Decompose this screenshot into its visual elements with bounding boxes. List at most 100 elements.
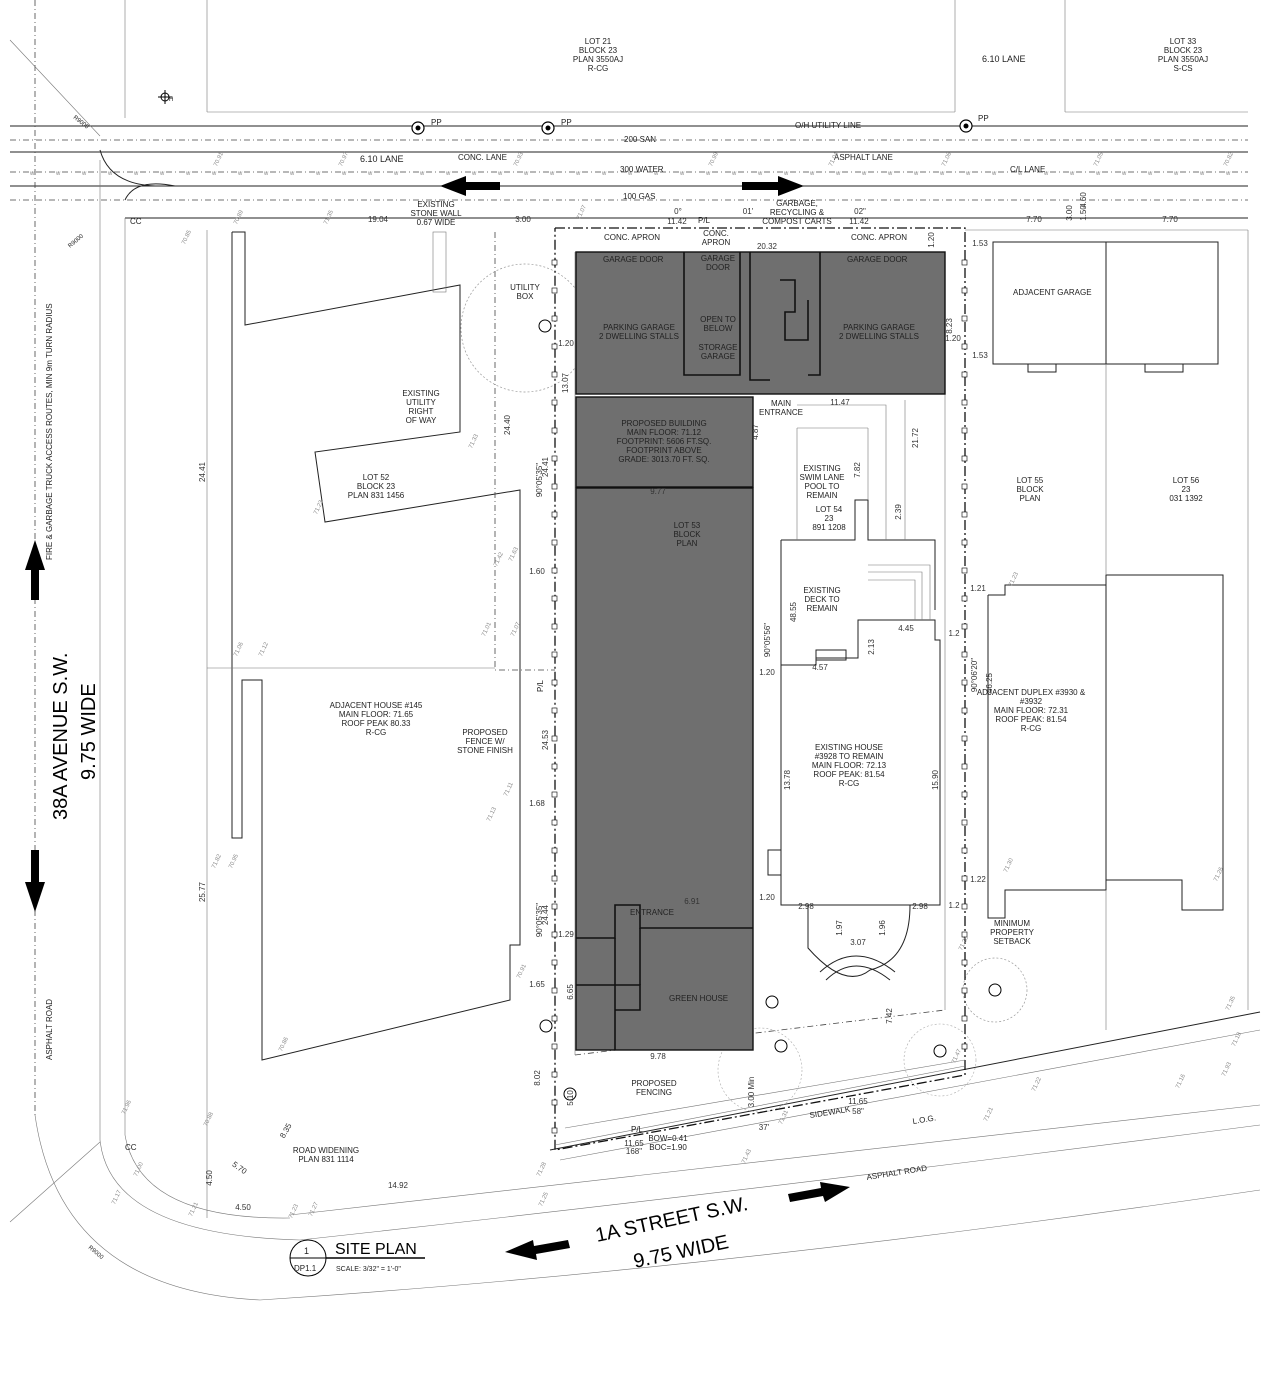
dimension-label: 4.50 [235, 1203, 251, 1212]
water-label: 300 WATER [620, 165, 664, 174]
elevation-label: 71.82 [211, 853, 223, 870]
water-marker-icon: w [913, 171, 919, 177]
tree-icon [563, 1087, 577, 1101]
fence-post-icon [551, 707, 558, 714]
dimension-label: 5.70 [230, 1160, 248, 1177]
lot-53-label: LOT 53 [674, 521, 701, 530]
hydrant-label: H [169, 97, 173, 103]
elevation-label: 70.86 [278, 1036, 290, 1053]
fence-post-icon [961, 399, 968, 406]
proposed-fencing-label: PROPOSED [631, 1079, 677, 1088]
setback-label: SETBACK [993, 937, 1031, 946]
lot-54-label: 23 [825, 514, 834, 523]
elevation-label: 70.97 [338, 151, 350, 168]
proposed-building [575, 251, 946, 1051]
water-marker-icon: w [29, 171, 35, 177]
duplex-label: ADJACENT DUPLEX #3930 & [977, 688, 1086, 697]
dimension-label: 1.2 [948, 901, 960, 910]
fence-post-icon [961, 259, 968, 266]
dimension-label: 11.42 [667, 217, 687, 226]
fence-post-icon [961, 371, 968, 378]
conc-apron: CONC. APRON [604, 233, 660, 242]
dimension-label: 1.68 [529, 799, 545, 808]
adjacent-duplex [987, 574, 1224, 919]
conc-apron: CONC. APRON [851, 233, 907, 242]
elevation-label: 71.22 [1031, 1076, 1043, 1093]
water-marker-icon: w [133, 171, 139, 177]
conc-lane-label: CONC. LANE [458, 153, 507, 162]
dimension-label: 24.40 [503, 414, 512, 435]
dimension-label: 8.35 [278, 1121, 294, 1139]
water-marker-icon: w [107, 171, 113, 177]
fence-post-icon [551, 847, 558, 854]
pool-label: EXISTING [803, 464, 840, 473]
water-marker-icon: w [1043, 171, 1049, 177]
parking-garage-label: PARKING GARAGE [603, 323, 675, 332]
garbage-carts-label: COMPOST CARTS [762, 217, 832, 226]
parking-garage-label: PARKING GARAGE [843, 323, 915, 332]
lot-33-label: PLAN 3550AJ [1158, 55, 1208, 64]
elevation-label: 71.25 [958, 935, 970, 952]
lot-55-label: PLAN [1020, 494, 1041, 503]
conc-apron: CONC. [703, 229, 729, 238]
fence-post-icon [551, 875, 558, 882]
dimension-label: 7.42 [885, 1008, 894, 1024]
water-marker-icon: w [289, 171, 295, 177]
bow-boc-label: BOW=0.41 [648, 1134, 688, 1143]
hydrant-icon [158, 90, 172, 104]
lot-33-label: S-CS [1173, 64, 1192, 73]
main-entrance-label: ENTRANCE [759, 408, 803, 417]
elevation-label: 71.27 [308, 1201, 320, 1218]
green-house-label: GREEN HOUSE [669, 994, 728, 1003]
fence-post-icon [961, 1043, 968, 1050]
dimension-label: 11.47 [830, 398, 850, 407]
elevation-label: 70.93 [513, 151, 525, 168]
main-entrance-label: MAIN [771, 399, 791, 408]
lot-21-label: R-CG [588, 64, 608, 73]
dimension-label: 14.92 [388, 1181, 409, 1190]
lot-54-label: LOT 54 [816, 505, 843, 514]
water-marker-icon: w [861, 171, 867, 177]
open-to-below-label: BELOW [704, 324, 733, 333]
elevation-label: 71.05 [1093, 151, 1105, 168]
dimension-label: 24.44 [541, 904, 550, 925]
dimension-label: 9.78 [650, 1052, 666, 1061]
water-marker-icon: w [653, 171, 659, 177]
existing-house-label: MAIN FLOOR: 72.13 [812, 761, 887, 770]
fence-post-icon [551, 1127, 558, 1134]
water-marker-icon: w [497, 171, 503, 177]
tree-icon [539, 1019, 553, 1033]
duplex-label: #3932 [1020, 697, 1043, 706]
elevation-label: 70.99 [708, 151, 720, 168]
street-arrow-left-icon [505, 1240, 570, 1260]
utility-right-of-way-label: EXISTING [402, 389, 439, 398]
elevation-label: 71.35 [323, 209, 335, 226]
parking-garage-label: 2 DWELLING STALLS [839, 332, 919, 341]
fence-post-icon [551, 483, 558, 490]
water-marker-icon: w [419, 171, 425, 177]
fence-post-icon [961, 623, 968, 630]
road-widening-label: PLAN 831 1114 [298, 1155, 354, 1164]
avenue-arrow-up-icon [25, 540, 45, 600]
water-marker-icon: w [991, 171, 997, 177]
fence-post-icon [551, 567, 558, 574]
fence-post-icon [551, 735, 558, 742]
lot-21-label: PLAN 3550AJ [573, 55, 623, 64]
stone-wall-label: 0.67 WIDE [417, 218, 456, 227]
property-line [554, 227, 966, 1151]
cc-label: CC [125, 1143, 137, 1152]
adjacent-garage [992, 241, 1219, 373]
dimension-label: 90°05'35" [535, 903, 544, 937]
fence-post-icon [551, 343, 558, 350]
dimension-label: 1.29 [558, 930, 574, 939]
elevation-label: 70.89 [233, 209, 245, 226]
lot-55-label: BLOCK [1016, 485, 1044, 494]
fence-post-icon [961, 455, 968, 462]
radius-label: R9000 [67, 233, 85, 249]
lot-33-label: LOT 33 [1170, 37, 1197, 46]
utility-right-of-way [494, 232, 555, 671]
fence-post-icon [961, 427, 968, 434]
dimension-label: 24.53 [541, 729, 550, 750]
fence-post-icon [961, 791, 968, 798]
